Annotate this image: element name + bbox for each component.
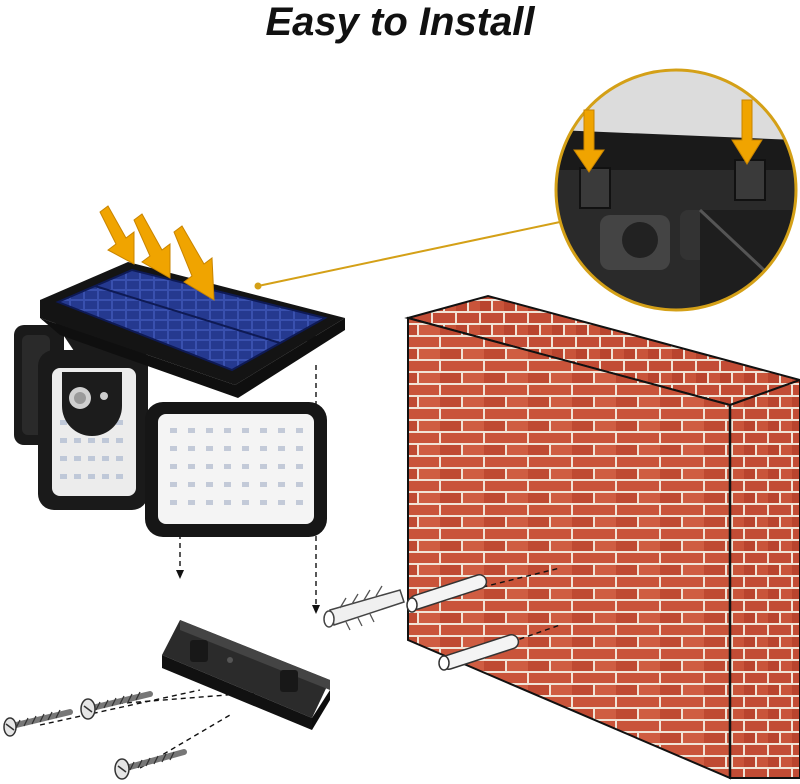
- solar-light: [14, 262, 345, 537]
- mounting-bracket: [162, 620, 330, 730]
- screw: [3, 709, 73, 737]
- page-title: Easy to Install: [265, 0, 535, 44]
- wall-anchor: [438, 634, 520, 671]
- sun-arrow-icon: [99, 205, 215, 301]
- zoom-detail: [554, 68, 798, 312]
- leader-dot: [254, 282, 262, 290]
- led-light-head: [38, 350, 148, 510]
- screw: [114, 749, 187, 780]
- motion-sensor: [62, 372, 122, 436]
- solar-panel: [40, 262, 345, 398]
- screw: [80, 691, 153, 720]
- brick-wall: [404, 294, 800, 780]
- wall-anchor: [406, 574, 488, 613]
- arrowhead-icon: [312, 605, 320, 614]
- wall-anchor: [323, 585, 405, 631]
- leader-line: [257, 221, 561, 287]
- arrowhead-icon: [176, 570, 184, 579]
- led-light-head: [145, 402, 327, 537]
